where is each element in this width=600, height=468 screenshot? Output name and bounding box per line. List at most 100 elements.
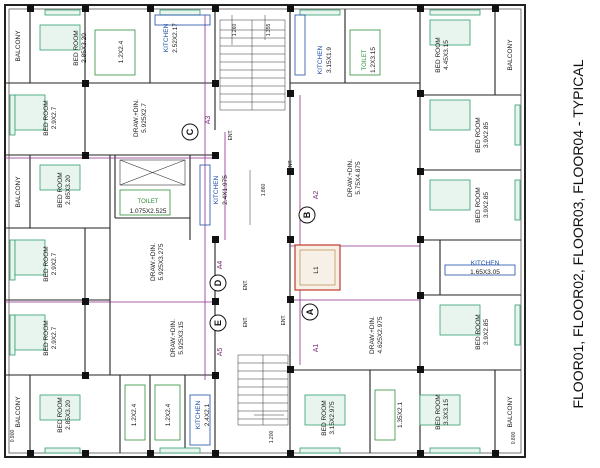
- stair-top: [219, 19, 286, 111]
- bed-r3-label: BED ROOM: [475, 314, 482, 349]
- block-a2: A2: [313, 191, 320, 200]
- dim-2: 1.355: [266, 24, 272, 37]
- bed-l3-dim: 2.9X2.7: [51, 252, 58, 275]
- entrance-labels: ENT. ENT. ENT. ENT. ENT.: [228, 130, 294, 328]
- unit-a-letter: A: [305, 308, 315, 315]
- bed-r2-dim: 3.9X2.85: [483, 192, 490, 218]
- stair-bottom: [237, 354, 289, 426]
- toilet-m-label: TOILET: [138, 199, 159, 205]
- bl-s1-dim: 1.2X2.4: [131, 403, 138, 426]
- toilet-tr-dim: 1.2X3.15: [370, 47, 377, 73]
- dimension-lines: [231, 15, 284, 416]
- bed-br-label: BED ROOM: [435, 394, 442, 429]
- draw-d-dim: 5.925X3.275: [158, 243, 165, 280]
- draw-a-dim: 4.625X2.975: [377, 316, 384, 353]
- unit-c-letter: C: [185, 128, 195, 135]
- outer-walls: [4, 4, 526, 458]
- kitchen-counters: [154, 14, 516, 446]
- draw-b-dim: 5.75X4.875: [355, 161, 362, 195]
- bed-l4-dim: 2.9X2.7: [51, 326, 58, 349]
- unit-e-marker: [209, 314, 227, 332]
- outer-walls-inner: [8, 8, 522, 454]
- lift-label: L1: [313, 266, 320, 274]
- void: [119, 159, 186, 186]
- lift: [294, 244, 341, 291]
- draw-a-label: DRAW.+DIN.: [369, 316, 376, 354]
- bed-t1-label: BED ROOM: [73, 30, 80, 65]
- balcony-tl-label: BALCONY: [15, 30, 22, 62]
- bed-l2-label: BED ROOM: [57, 172, 64, 207]
- bed-br-dim: 3.3X3.15: [443, 399, 450, 425]
- columns: [27, 5, 499, 457]
- unit-e-letter: E: [213, 320, 223, 326]
- bed-l2-dim: 2.85X3.20: [65, 175, 72, 205]
- bed-r1-label: BED ROOM: [475, 117, 482, 152]
- br-s-dim: 1.35X2.1: [397, 402, 404, 428]
- balcony-ml-label: BALCONY: [15, 176, 22, 208]
- bed-tr-label: BED ROOM: [435, 37, 442, 72]
- balcony-br-label: BALCONY: [507, 396, 514, 428]
- bed-b2-label: BED ROOM: [321, 400, 328, 435]
- windows: [9, 9, 521, 454]
- kitchen-b-dim: 2.4X2.1: [204, 403, 211, 426]
- draw-e-label: DRAW.+DIN.: [170, 319, 177, 357]
- bed-r3-dim: 3.9X2.85: [483, 319, 490, 345]
- bed-l1-dim: 2.9X2.7: [51, 106, 58, 129]
- kitchen-t-dim: 2.52X2.17: [172, 23, 179, 53]
- unit-a-marker: [301, 303, 319, 321]
- block-a5: A5: [217, 348, 224, 357]
- bed-r2-label: BED ROOM: [475, 187, 482, 222]
- bed-tr-dim: 4.45X3.15: [443, 40, 450, 70]
- toilet-tr-label: TOILET: [362, 49, 368, 70]
- bed-r1-dim: 3.9X2.85: [483, 122, 490, 148]
- dim-1: 1.260: [232, 24, 238, 37]
- dimension-texts: 1.260 1.355 1.860 1.200 0.900 0.800: [10, 24, 517, 445]
- ent-a: ENT.: [281, 315, 287, 326]
- interior-walls: [5, 9, 521, 453]
- bed-l3-label: BED ROOM: [43, 246, 50, 281]
- block-a1: A1: [313, 344, 320, 353]
- kitchen-m-dim: 2.4X1.975: [222, 175, 229, 205]
- bed-b1-dim: 2.85X3.20: [65, 400, 72, 430]
- balcony-tr-label: BALCONY: [507, 39, 514, 71]
- draw-b-label: DRAW.+DIN.: [347, 159, 354, 197]
- bed-t1-dim: 2.85X3.20: [81, 33, 88, 63]
- draw-c-label: DRAW.+DIN.: [133, 99, 140, 137]
- ent-d: ENT.: [243, 280, 249, 291]
- ent-b: ENT.: [288, 160, 294, 171]
- unit-b-letter: B: [302, 211, 312, 218]
- kitchen-tr-dim: 3.15X1.9: [326, 47, 333, 73]
- block-a3: A3: [205, 116, 212, 125]
- dim-6: 0.800: [511, 432, 517, 445]
- unit-d-letter: D: [213, 279, 223, 286]
- ent-c: ENT.: [228, 130, 234, 141]
- draw-d-label: DRAW.+DIN.: [150, 243, 157, 281]
- balcony-bl-label: BALCONY: [15, 396, 22, 428]
- unit-c-marker: [181, 123, 199, 141]
- bed-l4-label: BED ROOM: [43, 320, 50, 355]
- unit-b-marker: [298, 206, 316, 224]
- bl-s2-dim: 1.2X2.4: [165, 403, 172, 426]
- floor-title: FLOOR01, FLOOR02, FLOOR03, FLOOR04 - TYP…: [570, 59, 586, 408]
- kitchen-t-label: KITCHEN: [163, 23, 170, 52]
- tl-small-dim: 1.2X2.4: [118, 40, 125, 63]
- toilets: [94, 29, 396, 441]
- bed-b2-dim: 3.15X2.975: [329, 401, 336, 435]
- dim-5: 0.900: [10, 430, 16, 443]
- kitchen-tr-label: KITCHEN: [317, 45, 324, 74]
- toilet-m-dim: 1.075X2.525: [130, 208, 167, 215]
- unit-markers: C B D E A: [181, 123, 319, 332]
- block-labels: A3 A2 A4 A5 A1: [205, 116, 320, 357]
- kitchen-b-label: KITCHEN: [195, 400, 202, 429]
- dim-3: 1.860: [261, 184, 267, 197]
- ent-e: ENT.: [243, 317, 249, 328]
- bed-b1-label: BED ROOM: [57, 397, 64, 432]
- unit-d-marker: [209, 274, 227, 292]
- kitchen-r-dim: 1.65X3.05: [470, 269, 500, 276]
- draw-e-dim: 5.925X3.15: [178, 321, 185, 355]
- draw-c-dim: 5.925X2.7: [141, 103, 148, 133]
- room-labels: BALCONY BED ROOM 2.85X3.20 1.2X2.4 KITCH…: [15, 23, 514, 436]
- kitchen-m-label: KITCHEN: [213, 175, 220, 204]
- bed-l1-label: BED ROOM: [43, 100, 50, 135]
